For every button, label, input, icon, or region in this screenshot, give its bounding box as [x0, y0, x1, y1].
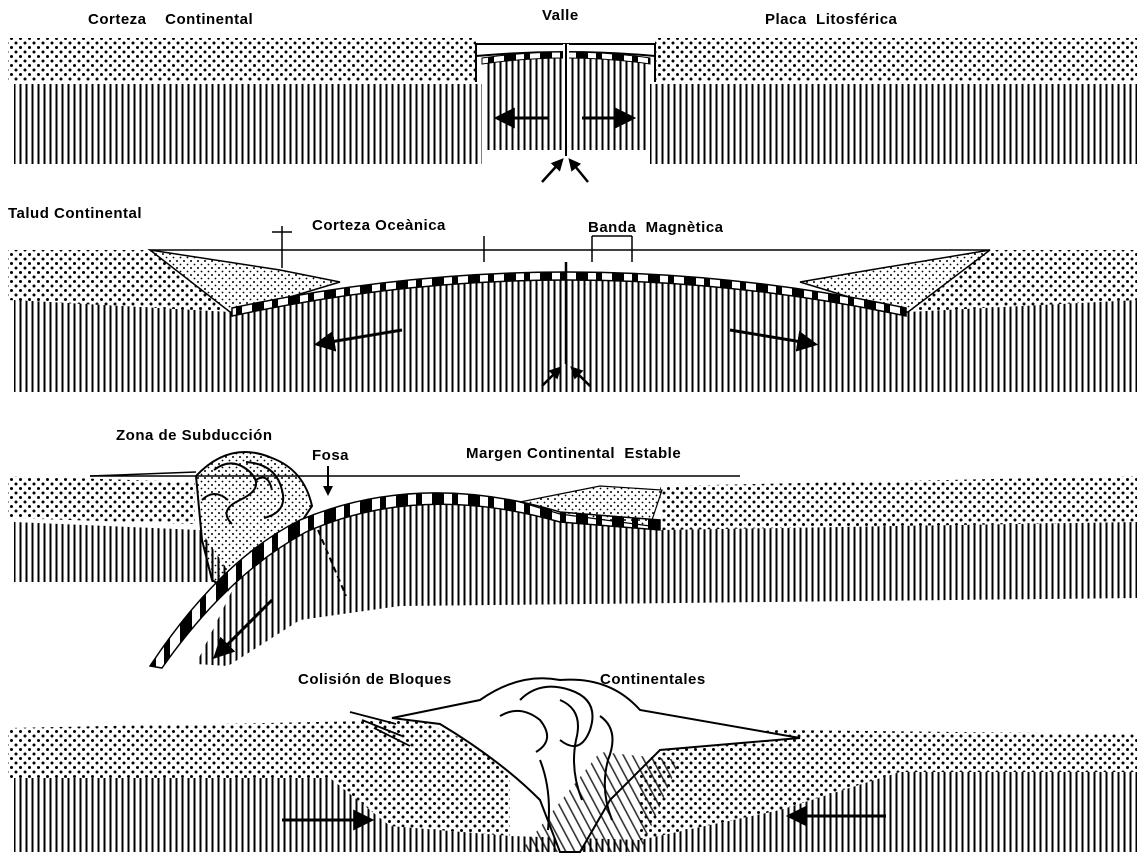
label-continentales: Continentales	[600, 671, 706, 688]
lithosphere-right	[650, 84, 1137, 164]
panel-subduction: Zona de Subducción Fosa Margen Continent…	[8, 427, 1137, 668]
label-fosa: Fosa	[312, 447, 349, 464]
lithosphere-left	[14, 84, 482, 164]
label-margen-continental-estable: Margen Continental Estable	[466, 445, 681, 462]
panel-ocean: Talud Continental Corteza Oceànica Banda…	[8, 205, 1137, 392]
label-valle: Valle	[542, 7, 579, 24]
label-zona-de-subduccion: Zona de Subducción	[116, 427, 273, 444]
upwelling-arrow-right	[570, 160, 588, 182]
panel-rift: Corteza Continental Valle Placa Litosfér…	[8, 7, 1137, 182]
label-talud-continental: Talud Continental	[8, 205, 142, 222]
continental-crust-right	[660, 476, 1137, 530]
panel-collision: Colisión de Bloques Continentales	[8, 671, 1137, 852]
label-corteza-oceanica: Corteza Oceànica	[312, 217, 446, 234]
continental-crust-left	[8, 38, 476, 82]
label-corteza-continental: Corteza Continental	[88, 11, 253, 28]
upwelling-arrow-left	[542, 160, 562, 182]
label-placa-litosferica: Placa Litosférica	[765, 11, 898, 28]
continental-crust-right	[655, 38, 1137, 82]
label-colision-de-bloques: Colisión de Bloques	[298, 671, 452, 688]
continental-crust-left	[8, 476, 195, 524]
label-banda-magnetica: Banda Magnètica	[588, 219, 724, 236]
